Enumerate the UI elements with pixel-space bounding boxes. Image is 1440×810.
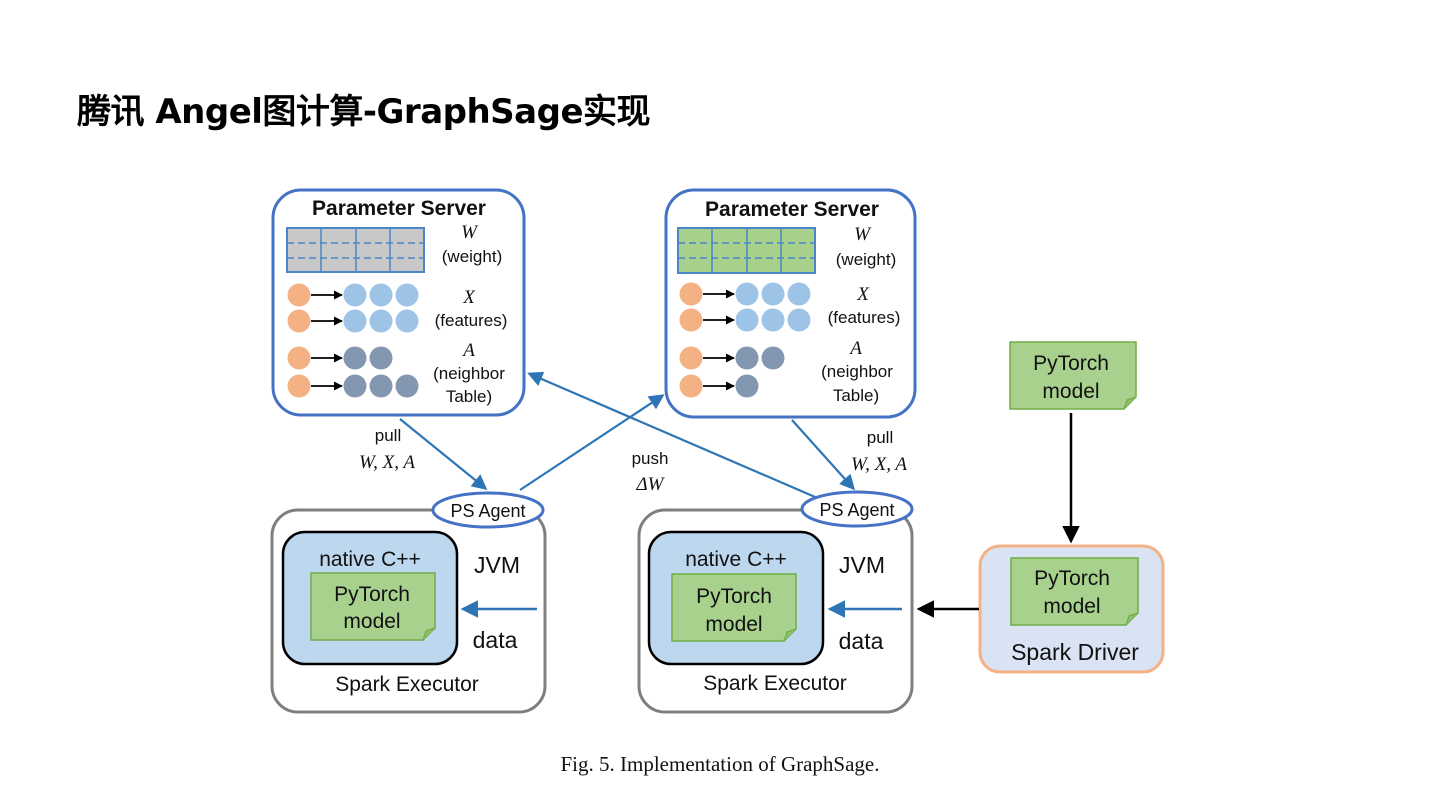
ps2-feature-node bbox=[787, 308, 811, 332]
driver-model-line2: model bbox=[1043, 595, 1100, 618]
standalone-model-line1: PyTorch bbox=[1033, 352, 1109, 375]
ps1-title: Parameter Server bbox=[312, 197, 486, 220]
standalone-pytorch-model: PyTorch model bbox=[1009, 341, 1137, 410]
ps1-neighbor-node bbox=[369, 346, 393, 370]
ps1-feature-node bbox=[369, 309, 393, 333]
push-label: push bbox=[632, 449, 669, 468]
ps1-feature-node bbox=[395, 283, 419, 307]
executor2-model-line1: PyTorch bbox=[696, 585, 772, 608]
executor1-native-label: native C++ bbox=[319, 548, 421, 571]
pull-vars-right: W, X, A bbox=[851, 454, 907, 475]
executor1-ps-agent bbox=[431, 491, 545, 529]
executor2-ps-agent-label: PS Agent bbox=[819, 500, 894, 520]
ps1-neighbor-node bbox=[343, 374, 367, 398]
ps2-weight-label: (weight) bbox=[836, 250, 896, 269]
pull-label-left: pull bbox=[375, 426, 401, 445]
parameter-server-1: Parameter Server W (weight) X (features)… bbox=[271, 188, 526, 417]
driver-label: Spark Driver bbox=[1011, 639, 1139, 665]
executor2-label: Spark Executor bbox=[703, 672, 847, 695]
pull-label-right: pull bbox=[867, 428, 893, 447]
ps1-neighbor-node bbox=[395, 374, 419, 398]
ps1-neighbor-node bbox=[343, 346, 367, 370]
spark-executor-2: native C++ PyTorch model JVM data Spark … bbox=[637, 490, 914, 714]
spark-driver: PyTorch model Spark Driver bbox=[978, 544, 1165, 674]
push-arrow-right bbox=[527, 371, 823, 502]
ps2-feature-source-node bbox=[679, 308, 703, 332]
executor2-jvm-label: JVM bbox=[839, 552, 885, 578]
ps2-feature-source-node bbox=[679, 282, 703, 306]
ps2-weight-matrix bbox=[677, 227, 816, 274]
ps2-feature-label: (features) bbox=[828, 308, 901, 327]
ps1-neighbor-node bbox=[369, 374, 393, 398]
executor1-model-line2: model bbox=[343, 610, 400, 633]
executor1-model-line1: PyTorch bbox=[334, 583, 410, 606]
ps2-feature-node bbox=[761, 282, 785, 306]
pull-arrow-left bbox=[399, 418, 488, 490]
ps1-neighbor-label-2: Table) bbox=[446, 387, 492, 406]
ps1-weight-matrix bbox=[286, 227, 425, 273]
ps2-box bbox=[664, 188, 917, 419]
ps1-neighbor-symbol: A bbox=[461, 340, 475, 361]
ps2-weight-symbol: W bbox=[854, 224, 872, 245]
ps2-feature-node bbox=[761, 308, 785, 332]
ps1-feature-label: (features) bbox=[435, 311, 508, 330]
ps2-neighbor-source-node bbox=[679, 346, 703, 370]
ps1-node-rows bbox=[287, 283, 419, 398]
ps1-feature-node bbox=[343, 309, 367, 333]
ps2-neighbor-node bbox=[761, 346, 785, 370]
ps2-neighbor-label-2: Table) bbox=[833, 386, 879, 405]
executor2-data-label: data bbox=[839, 628, 884, 654]
executor2-native-label: native C++ bbox=[685, 548, 787, 571]
ps2-neighbor-node bbox=[735, 374, 759, 398]
executor1-data-label: data bbox=[473, 627, 518, 653]
executor2-ps-agent bbox=[800, 490, 914, 528]
ps1-weight-symbol: W bbox=[461, 222, 479, 243]
push-arrow-left bbox=[519, 394, 665, 491]
ps1-feature-node bbox=[369, 283, 393, 307]
ps1-neighbor-source-node bbox=[287, 374, 311, 398]
ps2-feature-node bbox=[735, 282, 759, 306]
ps1-feature-node bbox=[343, 283, 367, 307]
executor2-model-line2: model bbox=[705, 613, 762, 636]
ps1-feature-source-node bbox=[287, 309, 311, 333]
ps2-feature-symbol: X bbox=[856, 284, 870, 305]
ps1-neighbor-label-1: (neighbor bbox=[433, 364, 505, 383]
ps2-feature-node bbox=[735, 308, 759, 332]
ps1-feature-symbol: X bbox=[462, 287, 476, 308]
executor1-ps-agent-label: PS Agent bbox=[450, 501, 525, 521]
executor1-jvm-label: JVM bbox=[474, 552, 520, 578]
standalone-model-line2: model bbox=[1042, 380, 1099, 403]
ps2-node-rows bbox=[679, 282, 811, 398]
slide-title: 腾讯 Angel图计算-GraphSage实现 bbox=[77, 92, 651, 132]
pull-arrow-right bbox=[791, 419, 856, 491]
ps2-neighbor-source-node bbox=[679, 374, 703, 398]
figure-caption: Fig. 5. Implementation of GraphSage. bbox=[560, 752, 880, 776]
pull-vars-left: W, X, A bbox=[359, 452, 415, 473]
ps1-feature-source-node bbox=[287, 283, 311, 307]
spark-executor-1: native C++ PyTorch model JVM data Spark … bbox=[270, 491, 547, 714]
ps2-neighbor-label-1: (neighbor bbox=[821, 362, 893, 381]
parameter-server-2: Parameter Server W (weight) X (features)… bbox=[664, 188, 917, 419]
push-vars: ΔW bbox=[636, 474, 666, 495]
ps1-feature-node bbox=[395, 309, 419, 333]
driver-model-line1: PyTorch bbox=[1034, 567, 1110, 590]
executor1-label: Spark Executor bbox=[335, 673, 479, 696]
ps2-title: Parameter Server bbox=[705, 198, 879, 221]
ps2-neighbor-node bbox=[735, 346, 759, 370]
ps1-weight-label: (weight) bbox=[442, 247, 502, 266]
ps2-neighbor-symbol: A bbox=[848, 338, 862, 359]
ps2-feature-node bbox=[787, 282, 811, 306]
ps1-neighbor-source-node bbox=[287, 346, 311, 370]
